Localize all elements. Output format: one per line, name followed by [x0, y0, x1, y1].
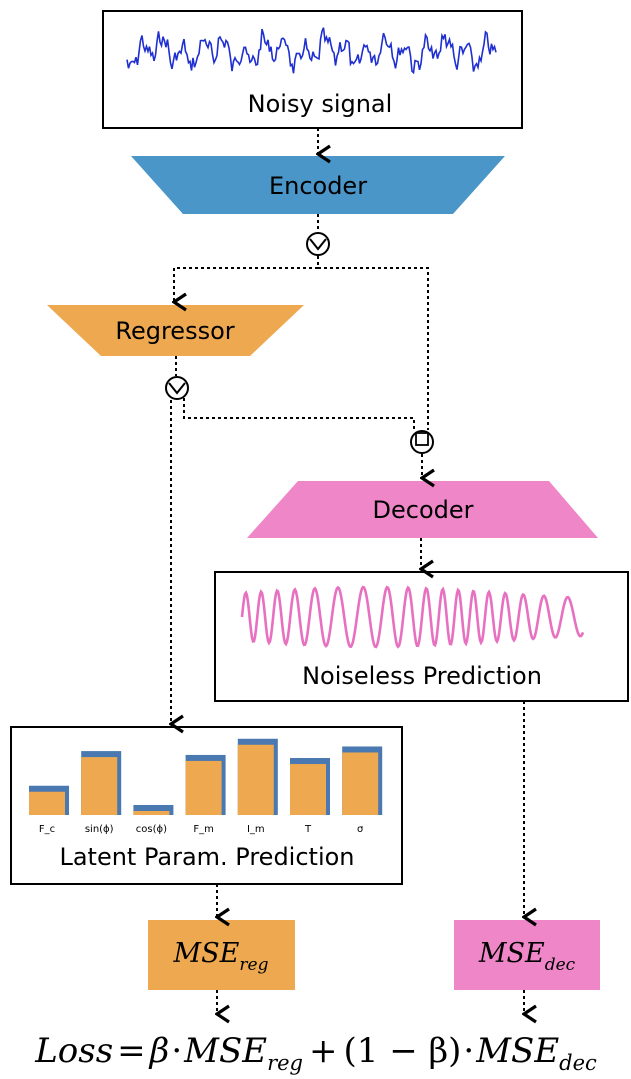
noiseless-prediction-box	[214, 571, 629, 702]
loss-formula: Loss=β·MSEreg+(1 − β)·MSEdec	[34, 1031, 597, 1075]
decoder-block	[247, 481, 598, 538]
latent-bar-6	[342, 752, 379, 815]
regressor-label: Regressor	[115, 317, 234, 345]
latent-bar-0-label: F_c	[39, 824, 55, 835]
noisy-signal-box	[102, 10, 523, 129]
latent-bar-5	[290, 764, 326, 815]
latent-bar-3	[185, 760, 222, 815]
latent-bar-6-label: σ	[357, 824, 364, 835]
mse-dec-box	[454, 920, 600, 990]
noisy-signal-waveform	[126, 27, 497, 75]
latent-bar-3-label: F_m	[193, 824, 214, 835]
latent-bar-4	[237, 744, 274, 815]
sampling-operator-regressor	[165, 376, 189, 400]
decoder-label: Decoder	[373, 496, 474, 524]
mse-reg-box	[148, 920, 295, 990]
latent-bar-1	[81, 757, 118, 815]
latent-bar-5-label: T	[304, 824, 312, 835]
latent-bar-0	[29, 791, 65, 815]
encoder-label: Encoder	[269, 172, 367, 200]
connector-op1-to-concat	[318, 267, 429, 430]
concat-operator	[410, 430, 434, 454]
noisy-signal-label: Noisy signal	[248, 90, 393, 118]
mse-reg-label: MSEreg	[173, 938, 269, 975]
latent-bar-2-label: cos(ϕ)	[136, 824, 167, 835]
latent-prediction-label: Latent Param. Prediction	[59, 843, 354, 871]
sampling-operator-encoder	[306, 232, 330, 256]
regressor-block	[47, 305, 304, 356]
encoder-block	[131, 156, 505, 214]
connector-op2-to-concat	[183, 398, 415, 430]
latent-bar-2	[133, 810, 170, 815]
latent-bar-4-label: I_m	[247, 824, 265, 835]
noiseless-waveform	[240, 585, 585, 649]
arrow-op1-to-regressor	[174, 256, 319, 302]
noiseless-prediction-label: Noiseless Prediction	[302, 662, 542, 690]
mse-dec-label: MSEdec	[478, 938, 576, 975]
latent-bar-2-edge	[133, 804, 174, 815]
latent-bar-1-label: sin(ϕ)	[85, 824, 114, 835]
